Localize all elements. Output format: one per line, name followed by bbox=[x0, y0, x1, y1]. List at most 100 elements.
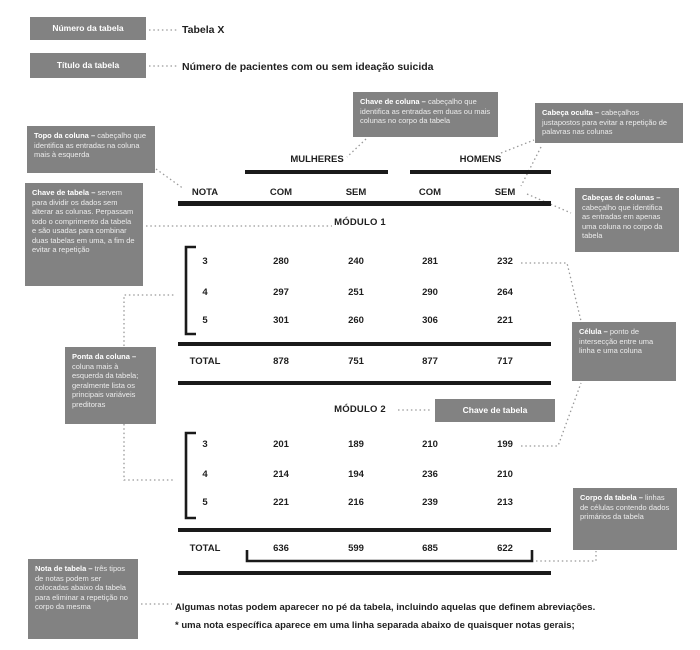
connector-topo-coluna bbox=[155, 168, 185, 190]
callout-term: Corpo da tabela – bbox=[580, 493, 643, 502]
callout-term: Chave de coluna – bbox=[360, 97, 426, 106]
callout-desc: servem para dividir os dados sem alterar… bbox=[32, 188, 135, 254]
table-cell: 878 bbox=[273, 356, 289, 367]
table-cell: 214 bbox=[273, 469, 289, 480]
callout-term: Topo da coluna – bbox=[34, 131, 96, 140]
table-number-value: Tabela X bbox=[182, 24, 225, 36]
callout-term: Nota de tabela – bbox=[35, 564, 93, 573]
table-cell: 4 bbox=[202, 469, 208, 480]
callout-term: Cabeças de colunas – bbox=[582, 193, 661, 202]
table-cell: 280 bbox=[273, 256, 289, 267]
rule-mulheres bbox=[245, 170, 388, 174]
table-title-value: Número de pacientes com ou sem ideação s… bbox=[182, 61, 434, 73]
table-cell: 239 bbox=[422, 497, 438, 508]
rule-modulo2-total-top bbox=[178, 528, 551, 532]
rule-homens bbox=[410, 170, 551, 174]
total-row: TOTAL 636 599 685 622 bbox=[170, 543, 550, 555]
footnote-general: Algumas notas podem aparecer no pé da ta… bbox=[175, 602, 596, 613]
callout-cabeca-oculta: Cabeça oculta – cabeçalhos justapostos p… bbox=[535, 103, 683, 143]
callout-chave-de-tabela-esquerda: Chave de tabela – servem para dividir os… bbox=[25, 183, 143, 286]
table-cell: 5 bbox=[202, 497, 208, 508]
callout-ponta-da-coluna: Ponta da coluna – coluna mais à esquerda… bbox=[65, 347, 156, 424]
table-cell: 306 bbox=[422, 315, 438, 326]
callout-desc: cabeçalho que identifica as entradas em … bbox=[360, 97, 491, 125]
rule-modulo1-total-top bbox=[178, 342, 551, 346]
table-cell: 201 bbox=[273, 439, 289, 450]
table-cell: 281 bbox=[422, 256, 438, 267]
callout-chave-de-coluna: Chave de coluna – cabeçalho que identifi… bbox=[353, 92, 498, 137]
group-header-homens: HOMENS bbox=[459, 154, 502, 165]
column-header: SEM bbox=[345, 187, 367, 198]
callout-chave-de-tabela-direita: Chave de tabela bbox=[435, 399, 555, 422]
table-cell: 622 bbox=[497, 543, 513, 554]
table-cell: 297 bbox=[273, 287, 289, 298]
table-cell: 210 bbox=[422, 439, 438, 450]
callout-term: Cabeça oculta – bbox=[542, 108, 600, 117]
total-label: TOTAL bbox=[189, 543, 221, 554]
table-cell: 685 bbox=[422, 543, 438, 554]
table-row: 5 301 260 306 221 bbox=[170, 315, 550, 327]
callout-term: Ponta da coluna – bbox=[72, 352, 137, 361]
table-cell: 5 bbox=[202, 315, 208, 326]
connector-ponta-coluna-modulo1 bbox=[123, 294, 175, 346]
table-cell: 213 bbox=[497, 497, 513, 508]
table-cell: 210 bbox=[497, 469, 513, 480]
table-cell: 3 bbox=[202, 256, 208, 267]
connector-cabeca-oculta-homens bbox=[500, 139, 535, 154]
rule-header bbox=[178, 201, 551, 206]
column-header: COM bbox=[269, 187, 293, 198]
total-label: TOTAL bbox=[189, 356, 221, 367]
table-cell: 221 bbox=[497, 315, 513, 326]
total-row: TOTAL 878 751 877 717 bbox=[170, 356, 550, 368]
table-cell: 216 bbox=[348, 497, 364, 508]
callout-numero-da-tabela: Número da tabela bbox=[30, 17, 146, 40]
callout-term: Chave de tabela – bbox=[32, 188, 96, 197]
group-header-mulheres: MULHERES bbox=[290, 154, 344, 165]
callout-topo-da-coluna: Topo da coluna – cabeçalho que identific… bbox=[27, 126, 155, 173]
table-cell: 3 bbox=[202, 439, 208, 450]
column-header: SEM bbox=[494, 187, 516, 198]
table-cell: 264 bbox=[497, 287, 513, 298]
table-cell: 751 bbox=[348, 356, 364, 367]
rule-table-bottom bbox=[178, 571, 551, 575]
footnote-specific: * uma nota específica aparece em uma lin… bbox=[175, 620, 575, 631]
table-cell: 251 bbox=[348, 287, 364, 298]
table-cell: 232 bbox=[497, 256, 513, 267]
table-row: 4 214 194 236 210 bbox=[170, 469, 550, 481]
callout-desc: linhas de células contendo dados primári… bbox=[580, 493, 670, 521]
table-cell: 717 bbox=[497, 356, 513, 367]
column-header: NOTA bbox=[191, 187, 219, 198]
table-cell: 199 bbox=[497, 439, 513, 450]
callout-desc: coluna mais à esquerda da tabela; geralm… bbox=[72, 361, 139, 409]
table-row: 5 221 216 239 213 bbox=[170, 497, 550, 509]
table-row: 4 297 251 290 264 bbox=[170, 287, 550, 299]
modulo1-label: MÓDULO 1 bbox=[334, 217, 386, 228]
connector-ponta-coluna-modulo2 bbox=[123, 424, 175, 481]
table-cell: 260 bbox=[348, 315, 364, 326]
table-cell: 189 bbox=[348, 439, 364, 450]
table-cell: 599 bbox=[348, 543, 364, 554]
column-header-row: NOTA COM SEM COM SEM bbox=[170, 187, 550, 199]
table-cell: 236 bbox=[422, 469, 438, 480]
modulo2-label: MÓDULO 2 bbox=[334, 404, 386, 415]
table-cell: 194 bbox=[348, 469, 364, 480]
table-row: 3 280 240 281 232 bbox=[170, 256, 550, 268]
callout-desc: cabeçalho que identifica as entradas em … bbox=[582, 202, 663, 241]
callout-corpo-da-tabela: Corpo da tabela – linhas de células cont… bbox=[573, 488, 677, 550]
table-cell: 240 bbox=[348, 256, 364, 267]
table-cell: 4 bbox=[202, 287, 208, 298]
callout-desc: cabeçalhos justapostos para evitar a rep… bbox=[542, 108, 668, 136]
column-header: COM bbox=[418, 187, 442, 198]
callout-desc: cabeçalho que identifica as entradas na … bbox=[34, 131, 147, 159]
callout-nota-de-tabela: Nota de tabela – três tipos de notas pod… bbox=[28, 559, 138, 639]
table-cell: 301 bbox=[273, 315, 289, 326]
table-cell: 877 bbox=[422, 356, 438, 367]
connector-cabeca-oculta-sem bbox=[520, 146, 542, 187]
table-cell: 221 bbox=[273, 497, 289, 508]
callout-term: Célula – bbox=[579, 327, 608, 336]
callout-cabecas-de-colunas: Cabeças de colunas – cabeçalho que ident… bbox=[575, 188, 679, 252]
rule-modulo1-bottom bbox=[178, 381, 551, 385]
table-cell: 290 bbox=[422, 287, 438, 298]
callout-desc: ponto de intersecção entre uma linha e u… bbox=[579, 327, 654, 355]
